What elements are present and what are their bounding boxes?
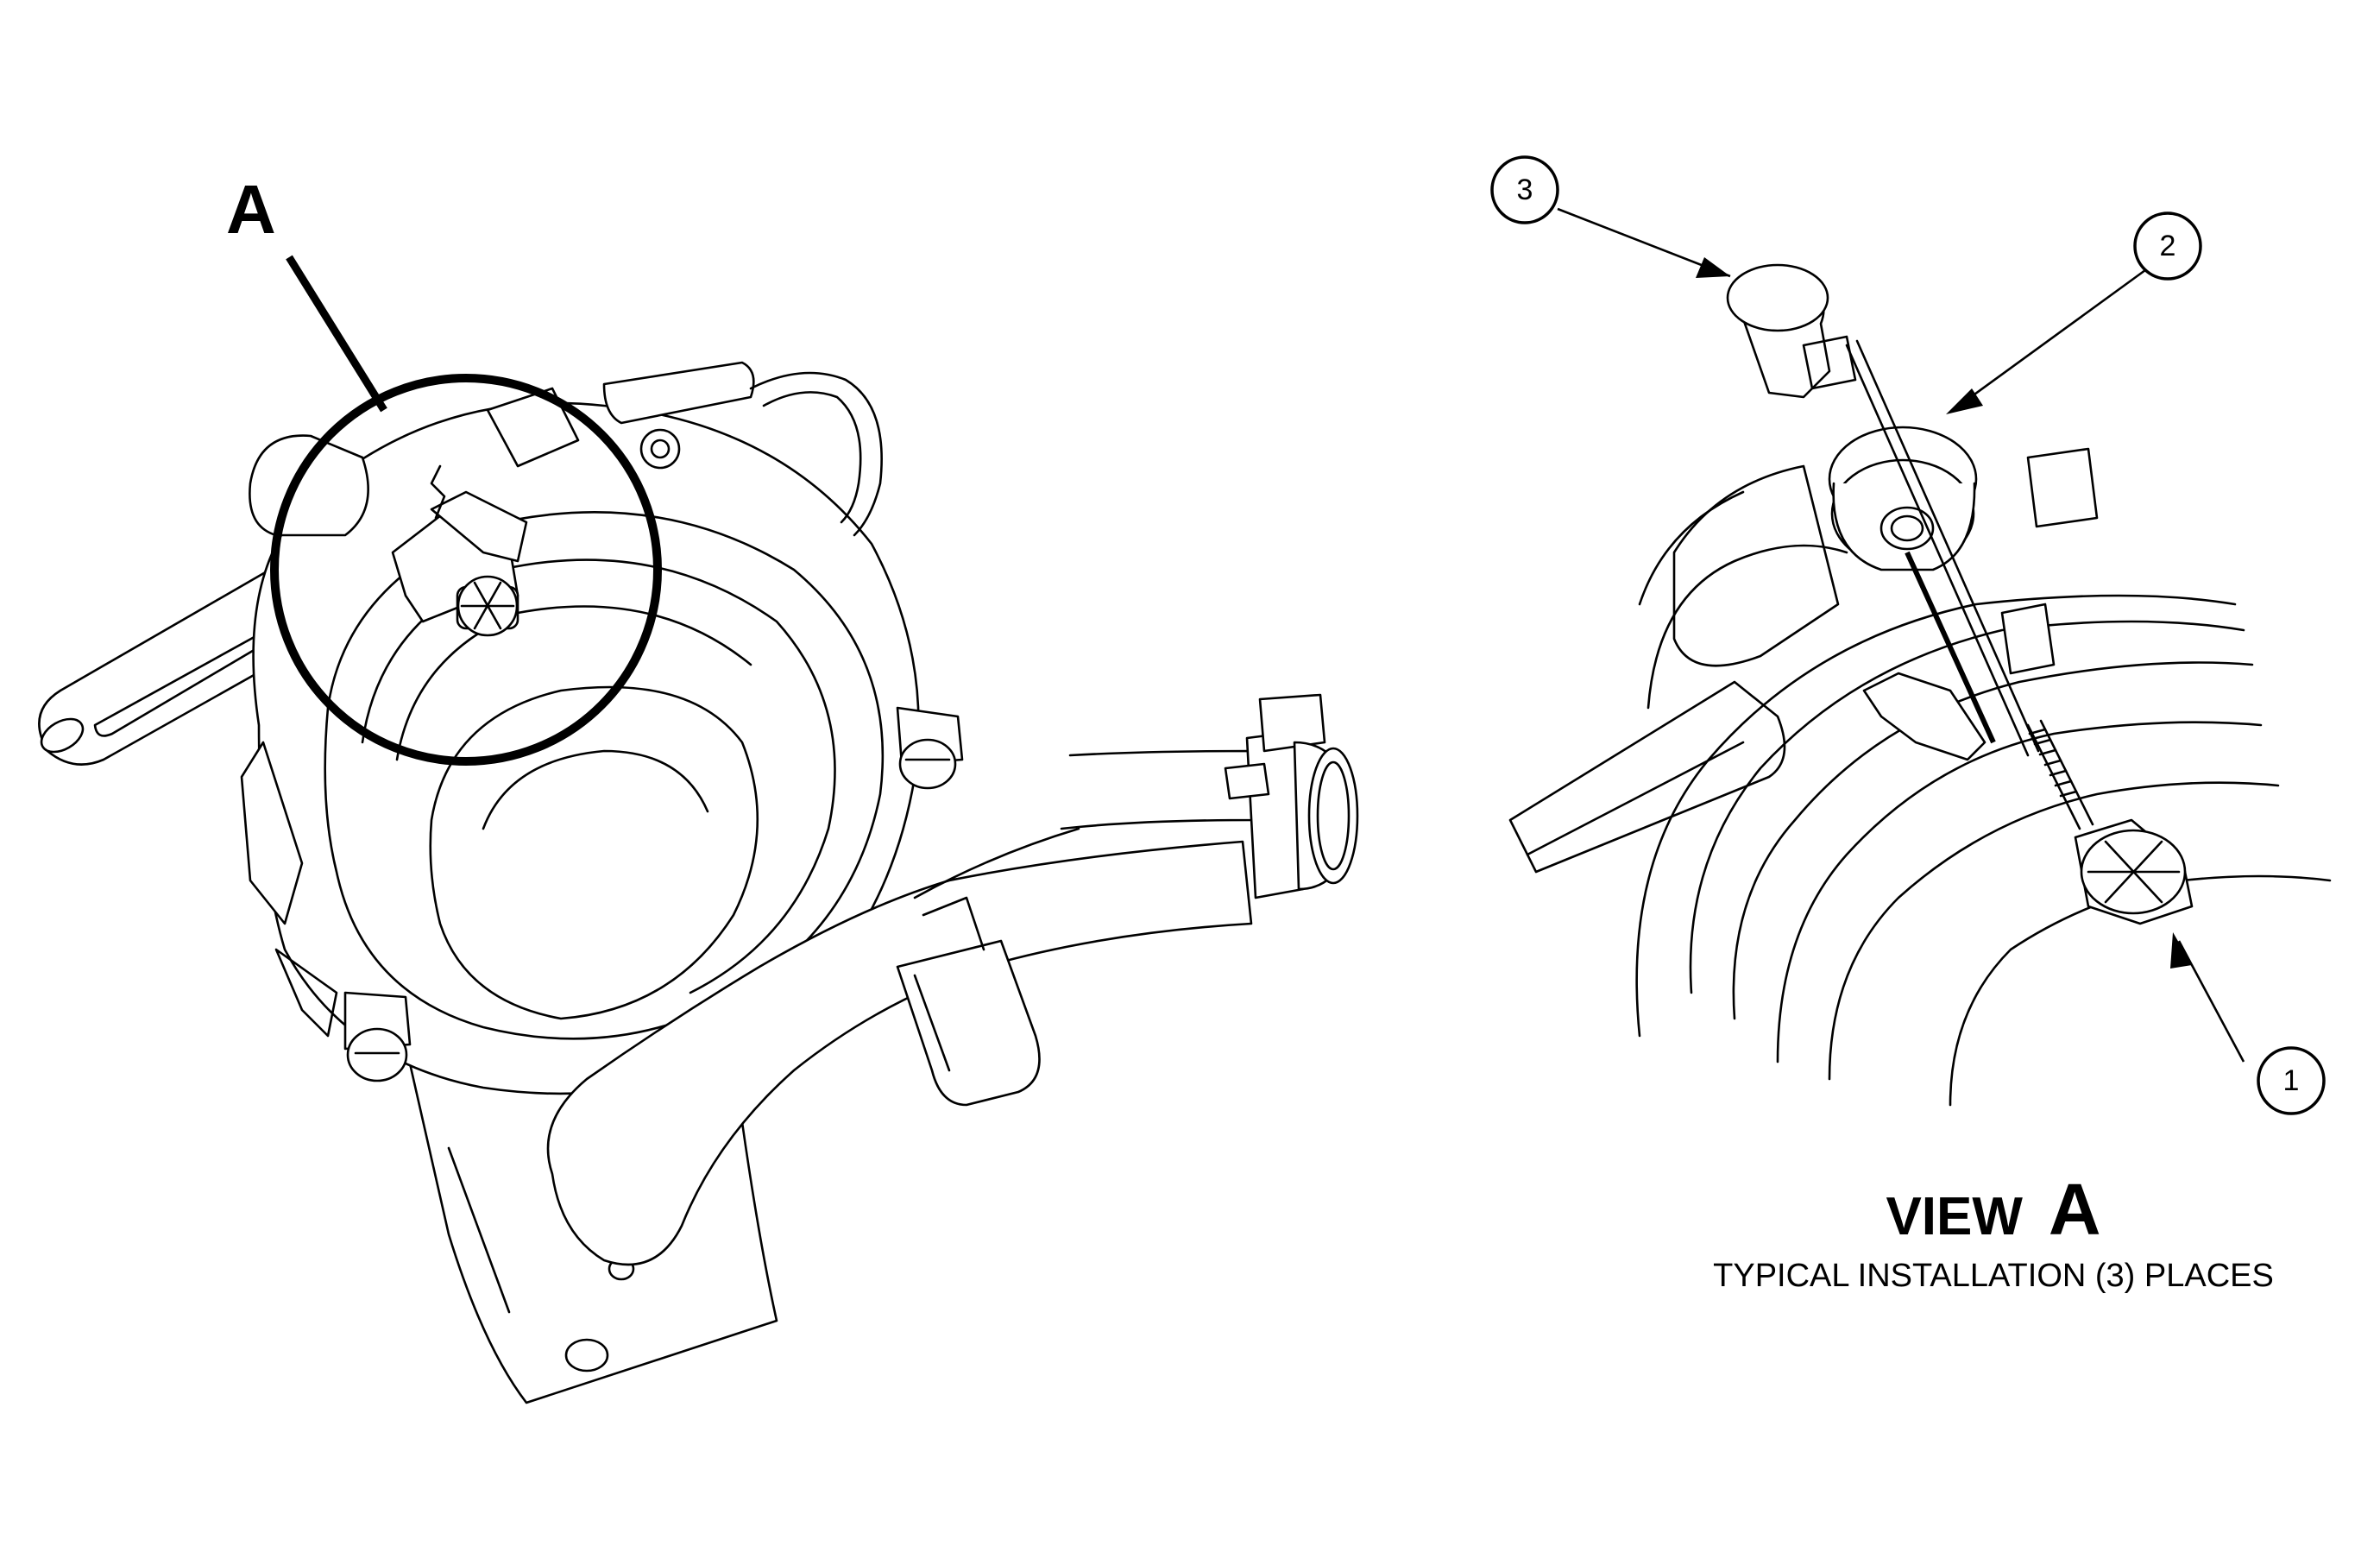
detail-a-circle xyxy=(270,374,662,766)
svg-text:3: 3 xyxy=(1517,174,1533,206)
callout-3: 3 xyxy=(1490,155,1559,224)
view-a-drawing xyxy=(1508,263,2332,1107)
leader-2 xyxy=(1958,262,2156,407)
callout-1: 1 xyxy=(2257,1046,2326,1115)
detail-a-leader xyxy=(286,255,387,413)
arrowhead-1 xyxy=(2170,932,2192,969)
leader-1 xyxy=(2177,940,2245,1063)
arrowhead-2 xyxy=(1946,388,1983,414)
main-assembly-drawing xyxy=(38,361,1359,1404)
callout-2: 2 xyxy=(2133,211,2202,281)
svg-text:2: 2 xyxy=(2160,230,2176,262)
view-subtitle: TYPICAL INSTALLATION (3) PLACES xyxy=(1713,1258,2274,1294)
arrowhead-3 xyxy=(1696,257,1730,278)
svg-text:1: 1 xyxy=(2283,1064,2300,1097)
detail-label-a: A xyxy=(226,171,276,248)
